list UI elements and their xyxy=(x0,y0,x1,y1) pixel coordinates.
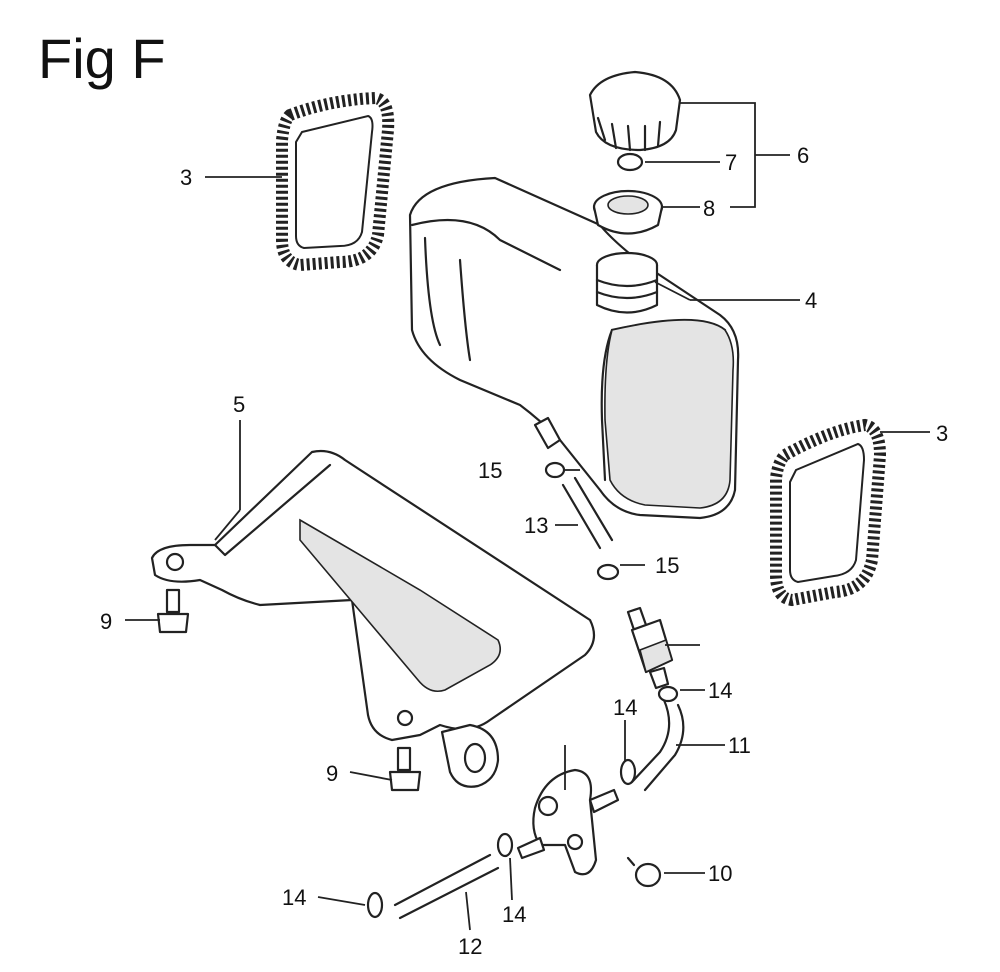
bolt-upper xyxy=(156,588,190,634)
fuel-strainer xyxy=(592,189,664,235)
callout-14-left: 14 xyxy=(282,885,306,910)
tank-bracket xyxy=(150,449,596,788)
callout-15-upper: 15 xyxy=(478,458,502,483)
cap-gasket xyxy=(616,152,644,172)
fuel-valve xyxy=(516,768,620,876)
callout-12: 12 xyxy=(458,934,482,959)
hose-clip-b xyxy=(619,758,637,786)
callout-14-valve: 14 xyxy=(613,695,637,720)
tank-gasket-left xyxy=(276,91,395,272)
callout-7: 7 xyxy=(725,150,737,175)
callout-13: 13 xyxy=(524,513,548,538)
callout-8: 8 xyxy=(703,196,715,221)
clamp-10 xyxy=(626,856,662,888)
callout-14-filter: 14 xyxy=(708,678,732,703)
callout-9-upper: 9 xyxy=(100,609,112,634)
leader-lines xyxy=(125,102,930,931)
hose-clip-f xyxy=(596,563,620,581)
hose-clip-a xyxy=(657,685,679,703)
callout-14-lower: 14 xyxy=(502,902,526,927)
bolt-lower xyxy=(388,746,422,792)
callout-3-right: 3 xyxy=(936,421,948,446)
hose-clip-d xyxy=(366,891,384,919)
fuel-tank xyxy=(408,176,740,520)
fuel-hose-11 xyxy=(630,698,685,792)
callout-5: 5 xyxy=(233,392,245,417)
callout-11: 11 xyxy=(728,733,751,758)
hose-clip-c xyxy=(496,832,514,858)
callout-3-left: 3 xyxy=(180,165,192,190)
fuel-hose-12 xyxy=(393,853,500,920)
callout-10: 10 xyxy=(708,861,732,886)
figure-title: Fig F xyxy=(38,27,166,90)
callout-15-lower: 15 xyxy=(655,553,679,578)
tank-gasket-right xyxy=(770,418,887,607)
fuel-filter xyxy=(626,606,674,690)
fuel-hose-13 xyxy=(561,476,614,550)
callout-9-lower: 9 xyxy=(326,761,338,786)
fuel-cap xyxy=(588,70,682,152)
hose-clip-e xyxy=(544,461,566,479)
callout-6: 6 xyxy=(797,143,809,168)
callout-4: 4 xyxy=(805,288,817,313)
